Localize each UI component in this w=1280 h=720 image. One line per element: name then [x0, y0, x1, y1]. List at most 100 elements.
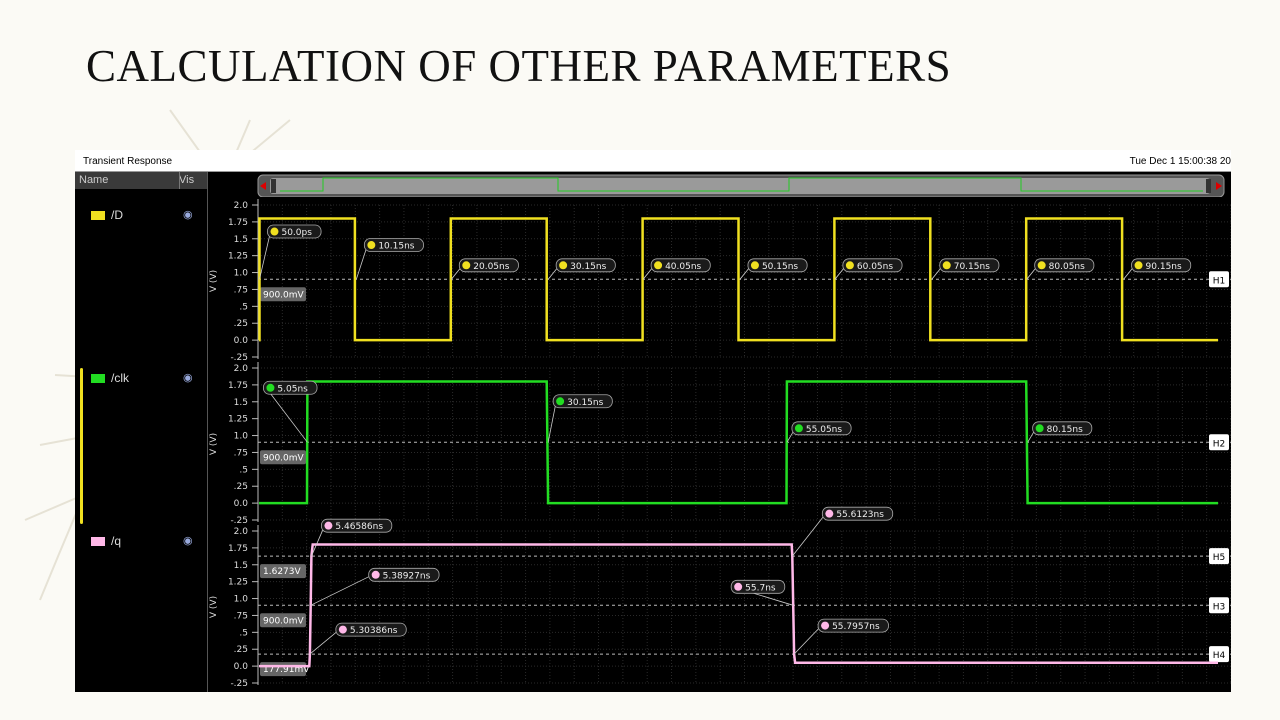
y-tick-label: .75 [234, 285, 248, 295]
marker-label-box [821, 506, 894, 521]
y-tick-label: 1.25 [228, 578, 248, 588]
y-tick-label: 1.25 [228, 415, 248, 425]
marker-label: 5.38927ns [383, 571, 431, 581]
marker-label-box [368, 567, 440, 582]
cursor-hline-tag [1209, 597, 1229, 614]
marker-dot [942, 261, 951, 270]
y-tick-label: 0.0 [234, 662, 249, 672]
y-tick-label: .5 [239, 465, 248, 475]
y-tick-label: 1.75 [228, 544, 248, 554]
cursor-hline-tag [1209, 434, 1229, 451]
cursor-hline-tag [1209, 271, 1229, 288]
d-color-swatch [91, 211, 105, 221]
legend-label-d: /D [111, 208, 123, 222]
marker-dot [1134, 261, 1143, 270]
y-tick-label: .75 [234, 448, 248, 458]
y-axis-label: V (V) [209, 433, 219, 455]
q-color-swatch [91, 537, 105, 547]
marker-label-box [747, 258, 808, 273]
slide-title: CALCULATION OF OTHER PARAMETERS [86, 41, 952, 91]
y-tick-label: 1.5 [234, 561, 248, 571]
marker-label-box [1032, 421, 1093, 436]
marker-label: 70.15ns [954, 262, 990, 272]
eye-icon[interactable]: ◉ [183, 209, 193, 221]
marker-label-box [1034, 258, 1095, 273]
cursor-hline-label: H2 [1213, 439, 1226, 449]
scroll-right-arrow[interactable] [1216, 182, 1222, 190]
marker-label: 50.0ps [281, 228, 312, 238]
waveform-plot-area: 2.0 1.75 1.5 1.25 1.0 .75 .5 .25 0.0 -.25 V (V) H1 9… [209, 174, 1231, 689]
window-datetime: Tue Dec 1 15:00:38 20 [1129, 156, 1231, 167]
marker-label-box [263, 380, 318, 395]
scrollbar-overview-trace [280, 177, 1203, 192]
legend-col-vis: Vis [179, 174, 195, 186]
marker-label-box [335, 622, 407, 637]
marker-dot [462, 261, 471, 270]
threshold-value-label: 900.0mV [263, 616, 305, 626]
y-tick-label: .5 [239, 302, 248, 312]
y-tick-label: .25 [234, 482, 248, 492]
marker-dot [371, 570, 380, 579]
y-tick-label: 1.75 [228, 381, 248, 391]
selection-bar [80, 368, 83, 524]
scroll-right-handle[interactable] [1206, 179, 1211, 193]
marker-label: 40.05ns [665, 262, 701, 272]
marker-leader-line [309, 629, 340, 655]
marker-leader-line [355, 245, 368, 280]
threshold-value-label: 1.6273V [263, 567, 301, 577]
marker-label: 50.15ns [762, 262, 798, 272]
marker-label: 5.05ns [277, 384, 308, 394]
marker-label-box [363, 238, 424, 252]
y-tick-label: 2.0 [234, 527, 249, 537]
eye-icon[interactable]: ◉ [183, 372, 193, 384]
marker-leader-line [310, 574, 372, 606]
marker-label: 90.15ns [1146, 262, 1182, 272]
marker-dot [794, 424, 803, 433]
marker-dot [734, 582, 743, 591]
marker-dot [324, 521, 333, 530]
y-tick-label: 0.0 [234, 336, 249, 346]
window-titlebar: Transient Response Tue Dec 1 15:00:38 20 [75, 150, 1231, 172]
clk-color-swatch [91, 374, 105, 384]
marker-label-box [791, 421, 852, 436]
marker-label: 30.15ns [570, 262, 606, 272]
waveform-trace-D [258, 217, 1218, 342]
threshold-value-label: 177.91mV [263, 665, 310, 675]
marker-dot [559, 261, 568, 270]
cursor-hline-tag [1209, 548, 1229, 565]
threshold-value-label: 900.0mV [263, 290, 305, 300]
y-tick-label: 1.5 [234, 235, 248, 245]
legend-item-q[interactable]: /q [91, 534, 121, 548]
legend-item-d[interactable]: /D [91, 208, 123, 222]
marker-label-box [842, 258, 903, 273]
marker-label: 60.05ns [857, 262, 893, 272]
threshold-value-label: 900.0mV [263, 453, 305, 463]
legend-col-name: Name [79, 174, 109, 186]
y-axis-label: V (V) [209, 596, 219, 618]
window-title: Transient Response [83, 156, 173, 167]
y-axis-label: V (V) [209, 270, 219, 292]
timeline-scrollbar[interactable] [257, 174, 1225, 198]
marker-leader-line [259, 231, 271, 280]
threshold-value-box [260, 287, 306, 302]
scroll-left-arrow[interactable] [260, 182, 266, 190]
y-tick-label: -.25 [230, 679, 248, 689]
marker-dot [266, 383, 275, 392]
cursor-hline-label: H1 [1213, 276, 1226, 286]
scroll-left-handle[interactable] [271, 179, 276, 193]
marker-leader-line [547, 401, 557, 443]
waveform-trace-q [259, 543, 1218, 668]
eye-icon[interactable]: ◉ [183, 535, 193, 547]
y-tick-label: 1.0 [234, 269, 249, 279]
marker-label-box [555, 258, 616, 273]
y-tick-label: 1.25 [228, 252, 248, 262]
y-tick-label: 1.5 [234, 398, 248, 408]
marker-label: 80.05ns [1049, 262, 1085, 272]
marker-dot [556, 397, 565, 406]
y-tick-label: .25 [234, 319, 248, 329]
marker-label-box [939, 258, 1000, 273]
marker-dot [825, 509, 834, 518]
legend-item-clk[interactable]: /clk [91, 371, 129, 385]
cursor-hline-tag [1209, 646, 1229, 663]
marker-label-box [458, 258, 519, 273]
